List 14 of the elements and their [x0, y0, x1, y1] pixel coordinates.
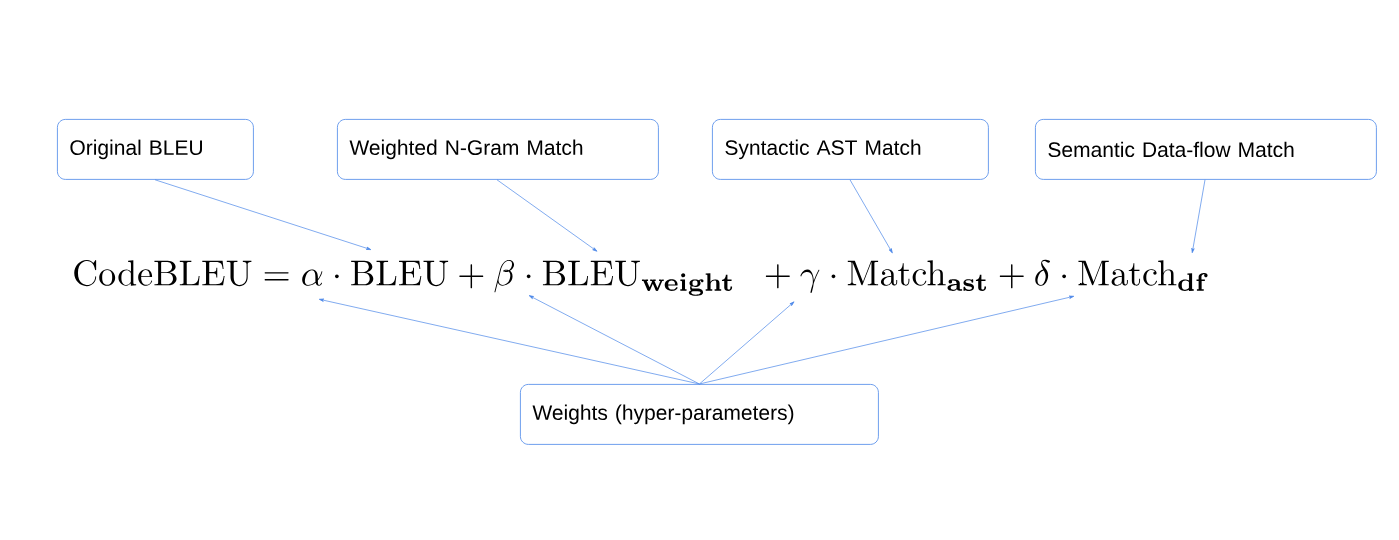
callout-box: Weighted N-Gram Match: [337, 119, 659, 180]
leader-line: [528, 295, 700, 385]
leader-line: [496, 179, 598, 252]
formula: $\mathrm{CodeBLEU} =\alpha \cdot \mathrm{BLEU} + \beta \cdot \mathrm{BLEU}_{\mathbf{weight}}\ \ +\gamma \cdot \mathrm{Match}_{\mathbf{ast}} + \delta \cdot \mathrm{Match}_{\mathbf{df}}$: [74, 259, 1208, 296]
leader-line: [1191, 179, 1206, 254]
callout-box: Original BLEU: [57, 119, 254, 180]
leader-line: [699, 295, 1075, 385]
callout-box: Syntactic AST Match: [712, 119, 989, 180]
leader-line: [849, 179, 893, 254]
leader-line: [318, 298, 700, 385]
callout-box: Semantic Data-flow Match: [1035, 119, 1377, 180]
leader-line: [699, 301, 795, 385]
leader-line: [154, 179, 372, 250]
callout-box: Weights (hyper-parameters): [520, 384, 879, 445]
